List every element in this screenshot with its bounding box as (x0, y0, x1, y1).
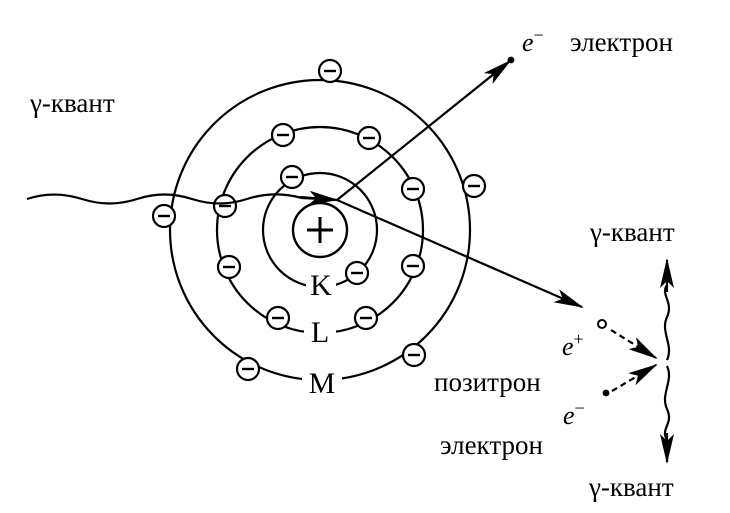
electron-m-1 (317, 58, 343, 84)
shell-m-label: M (309, 367, 336, 400)
electron-m-5 (401, 342, 427, 368)
gamma-bottom-label: γ-квант (588, 472, 674, 502)
incoming-gamma-wave (26, 193, 323, 205)
electron-dot (602, 389, 610, 397)
electron-l-6 (400, 253, 426, 279)
positron-dot (597, 319, 607, 329)
nucleus (291, 201, 349, 259)
electron-k-2 (344, 260, 370, 286)
positron-arrow (610, 329, 658, 360)
positron-name: позитрон (434, 367, 541, 397)
positron-symbol: e+ (562, 329, 584, 361)
electron-l-3 (212, 193, 238, 219)
electron-m-3 (461, 173, 487, 199)
gamma-down-wave (663, 365, 671, 441)
electron-out-name: электрон (570, 27, 673, 57)
electron-arrow (611, 363, 658, 392)
shell-k-label: K (310, 269, 332, 302)
electron-name: электрон (440, 430, 543, 460)
shell-l-label: L (311, 316, 329, 349)
electron-m-2 (151, 203, 177, 229)
ejected-electron-dot (507, 56, 515, 64)
electron-out-label: e− (522, 25, 544, 57)
gamma-in-label: γ-квант (29, 88, 115, 118)
electron-l-2 (356, 125, 382, 151)
electron-k-1 (279, 164, 305, 190)
electron-l-8 (353, 305, 379, 331)
electron-m-4 (235, 356, 261, 382)
electron-l-5 (216, 254, 242, 280)
ejected-electron-arrow (336, 59, 512, 201)
incoming-gamma-arrow (299, 190, 339, 205)
electron-l-7 (265, 305, 291, 331)
electron-l-4 (400, 176, 426, 202)
gamma-top-label: γ-квант (589, 217, 675, 247)
electron-l-1 (270, 122, 296, 148)
pair-path-arrow (336, 198, 584, 309)
gamma-up-wave (663, 284, 671, 361)
electron-symbol: e− (563, 398, 585, 430)
